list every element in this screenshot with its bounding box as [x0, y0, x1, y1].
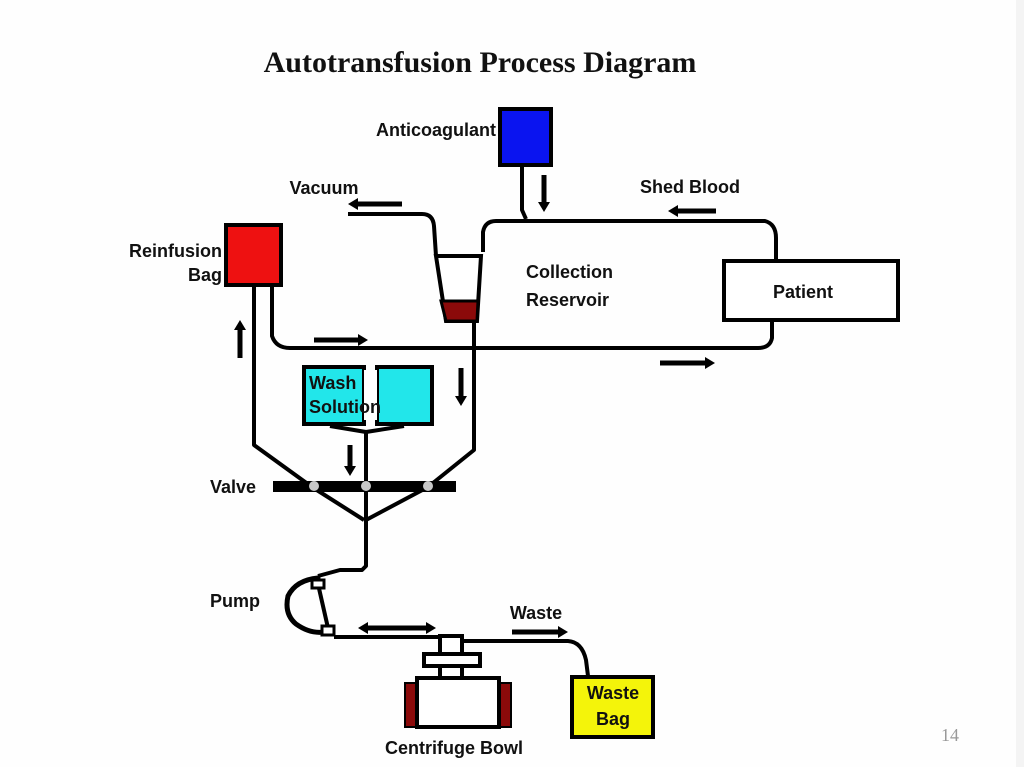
- pump-inlet-tube: [317, 520, 368, 578]
- reinfusion-flow-arrow-head: [358, 334, 368, 346]
- diagram-title: Autotransfusion Process Diagram: [264, 46, 697, 79]
- valve-label: Valve: [210, 477, 256, 497]
- pump-loop: [284, 575, 327, 635]
- pump-label: Pump: [210, 591, 260, 611]
- vacuum-arrow-head: [348, 198, 358, 210]
- waste-label: Waste: [510, 603, 562, 623]
- reinfusion-tube: [252, 287, 366, 522]
- bidirectional-arrow-right-head: [426, 622, 436, 634]
- wash-label-line2: Solution: [309, 397, 381, 417]
- wash-label-gap: [364, 370, 377, 420]
- centrifuge-cap: [438, 634, 464, 656]
- collection-label-line1: Collection: [526, 262, 613, 282]
- reservoir-blood: [439, 299, 480, 323]
- reinfusion-bag: [224, 223, 283, 287]
- patient-label: Patient: [773, 282, 833, 302]
- reinfusion-up-arrow-head: [234, 320, 246, 330]
- reservoir-outlet-tube: [365, 321, 476, 522]
- valve-port-left[interactable]: [309, 481, 319, 491]
- valve-port-center[interactable]: [361, 481, 371, 491]
- pump-rotor: [316, 583, 330, 629]
- shed-blood-label: Shed Blood: [640, 177, 740, 197]
- page-number: 14: [941, 725, 959, 745]
- anticoagulant-arrow-head: [538, 202, 550, 212]
- anticoagulant-bag: [498, 107, 553, 167]
- waste-bag-label-line1: Waste: [587, 683, 639, 703]
- bidirectional-arrow-left-head: [358, 622, 368, 634]
- pump-roller-top: [310, 578, 326, 590]
- reinfusion-label-line2: Bag: [188, 265, 222, 285]
- centrifuge-tube: [334, 635, 590, 677]
- return-tube: [270, 287, 774, 350]
- pump-roller-bottom: [320, 624, 336, 637]
- vacuum-tube: [348, 212, 438, 257]
- anticoagulant-label: Anticoagulant: [376, 120, 496, 140]
- valve-port-right[interactable]: [423, 481, 433, 491]
- waste-bag-label-line2: Bag: [596, 709, 630, 729]
- reinfusion-label-line1: Reinfusion: [129, 241, 222, 261]
- reservoir-down-arrow-head: [455, 396, 467, 406]
- shed-blood-tube: [481, 219, 778, 262]
- waste-bag: [570, 675, 655, 739]
- waste-arrow-head: [558, 626, 568, 638]
- slide-edge: [1016, 0, 1024, 767]
- wash-tube: [329, 424, 405, 520]
- patient-box: [722, 259, 900, 322]
- return-arrow-head: [705, 357, 715, 369]
- centrifuge-bowl: [415, 676, 501, 729]
- anticoagulant-line: [520, 165, 528, 220]
- centrifuge-label: Centrifuge Bowl: [385, 738, 523, 758]
- wash-solution-bag-right: [375, 365, 434, 426]
- collection-label-line2: Reservoir: [526, 290, 609, 310]
- wash-down-arrow-head: [344, 466, 356, 476]
- shed-blood-arrow-head: [668, 205, 678, 217]
- vacuum-label: Vacuum: [289, 178, 358, 198]
- wash-label-line1: Wash: [309, 373, 356, 393]
